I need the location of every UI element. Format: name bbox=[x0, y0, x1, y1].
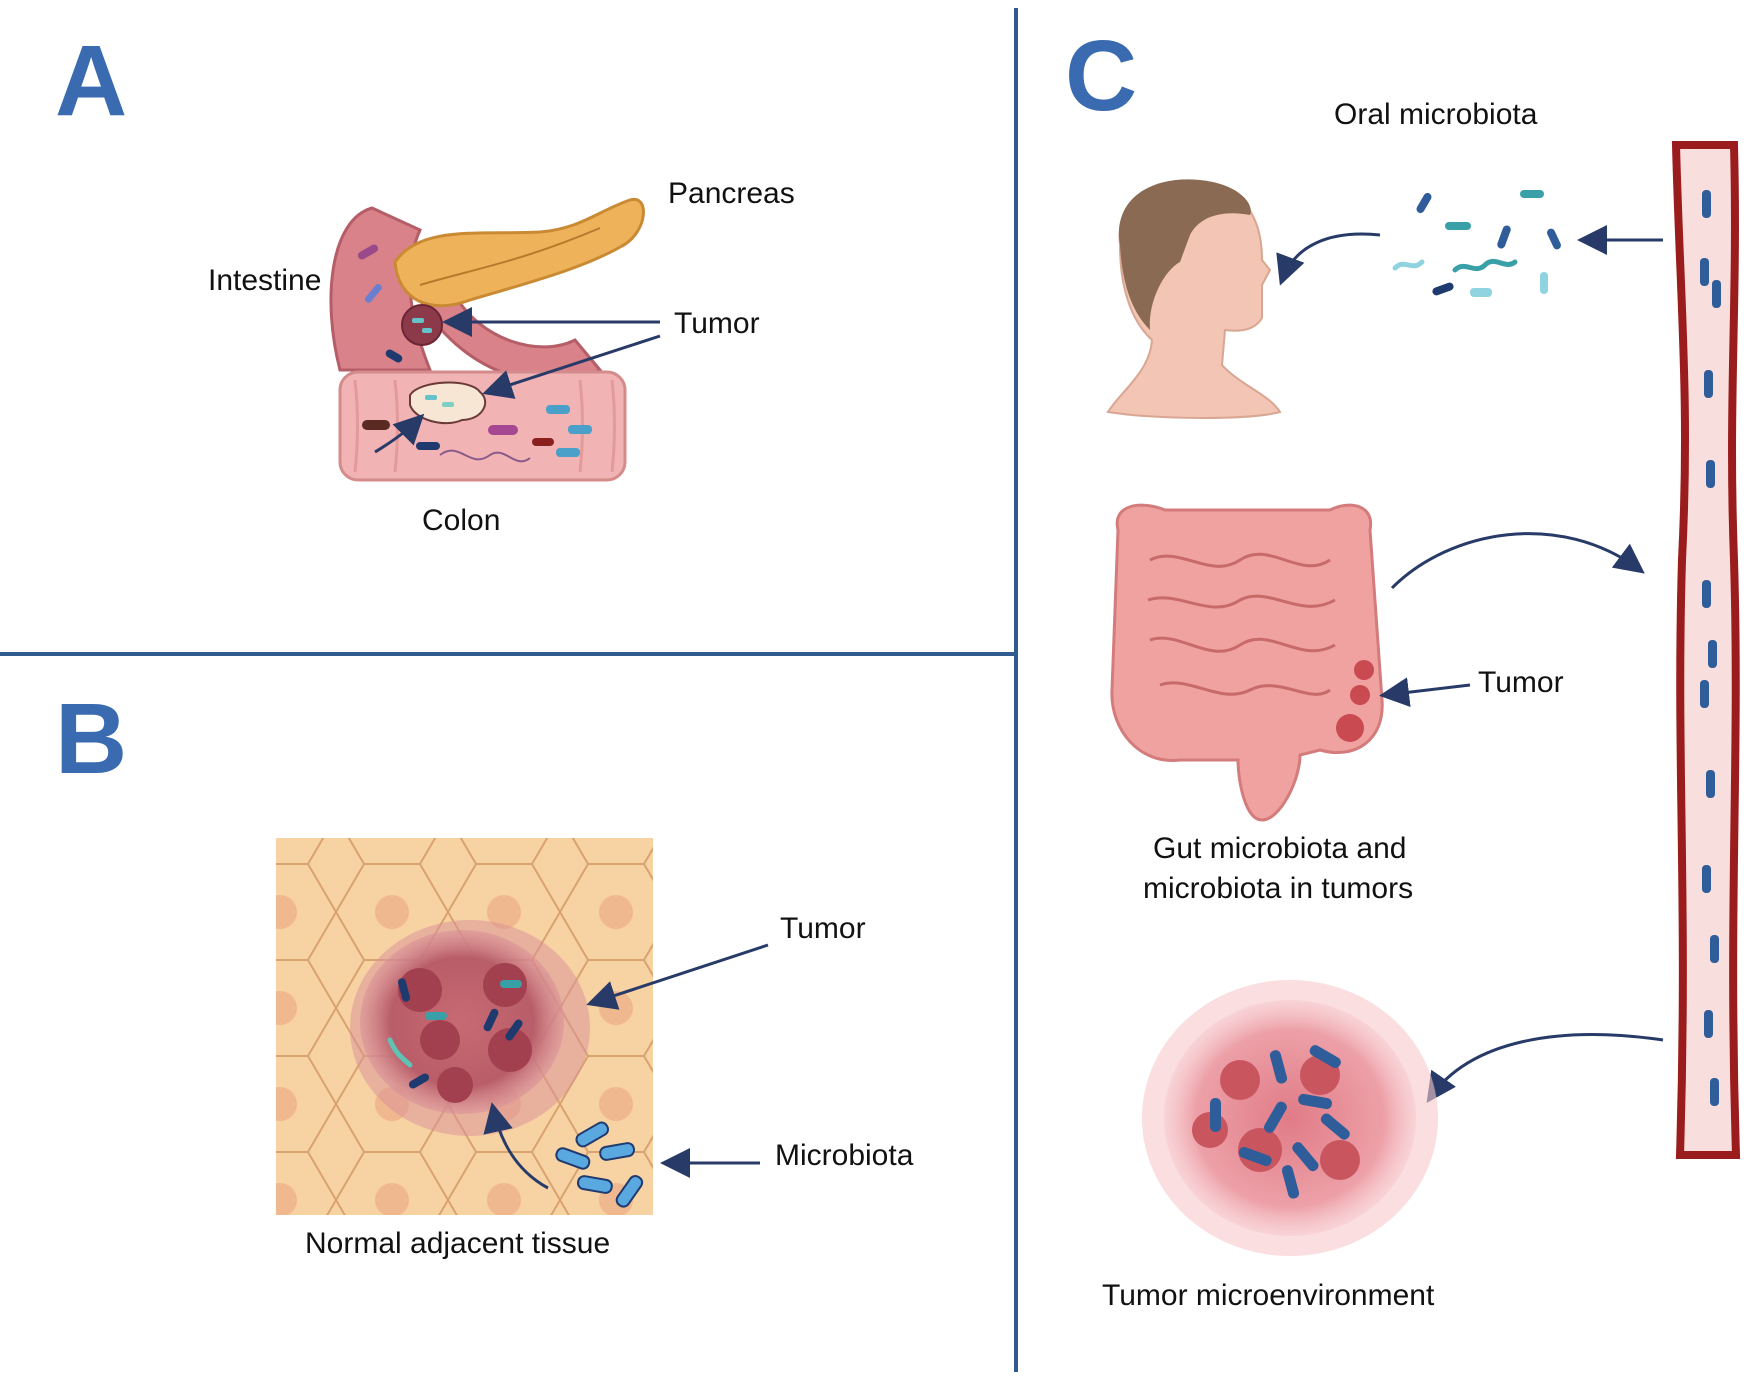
arrow-colon-tumor bbox=[374, 413, 425, 454]
label-tme: Tumor microenvironment bbox=[1102, 1279, 1435, 1312]
panel-a: A bbox=[55, 25, 795, 537]
arrow-tumor-b bbox=[586, 943, 769, 1010]
blood-vessel-illustration bbox=[1671, 141, 1741, 1159]
tissue-illustration bbox=[276, 838, 653, 1215]
head-illustration bbox=[1106, 179, 1282, 419]
arrow-gut-to-vessel bbox=[1390, 532, 1645, 590]
label-normal-tissue: Normal adjacent tissue bbox=[305, 1227, 610, 1260]
colon-illustration bbox=[338, 370, 627, 482]
arrow-vessel-to-tme bbox=[1426, 1033, 1664, 1103]
tumor-cluster-illustration bbox=[1142, 980, 1438, 1256]
label-pancreas: Pancreas bbox=[668, 177, 795, 210]
label-tumor-b: Tumor bbox=[780, 912, 866, 945]
panel-a-letter: A bbox=[55, 25, 127, 137]
gut-illustration bbox=[1110, 503, 1384, 822]
arrow-oral-to-head bbox=[1276, 232, 1381, 286]
label-colon: Colon bbox=[422, 504, 500, 537]
panel-b: B Tumor Microbiota Normal adj bbox=[55, 683, 914, 1260]
panel-b-letter: B bbox=[55, 683, 127, 795]
label-gut-line1: Gut microbiota and bbox=[1153, 832, 1406, 865]
arrow-tumor-c bbox=[1379, 677, 1471, 708]
label-oral-microbiota: Oral microbiota bbox=[1334, 98, 1538, 131]
arrow-tumor-colon bbox=[482, 334, 661, 399]
pancreas-illustration bbox=[329, 197, 645, 384]
oral-microbiota-illustration bbox=[1392, 190, 1561, 297]
label-gut-line2: microbiota in tumors bbox=[1143, 872, 1413, 905]
label-tumor-a: Tumor bbox=[674, 307, 760, 340]
panel-c: C Oral microbiota bbox=[1065, 20, 1741, 1312]
label-tumor-c: Tumor bbox=[1478, 666, 1564, 699]
label-intestine: Intestine bbox=[208, 264, 321, 297]
panel-c-letter: C bbox=[1065, 20, 1137, 132]
label-microbiota: Microbiota bbox=[775, 1139, 914, 1172]
arrow-microbiota-tumor bbox=[483, 1102, 549, 1190]
